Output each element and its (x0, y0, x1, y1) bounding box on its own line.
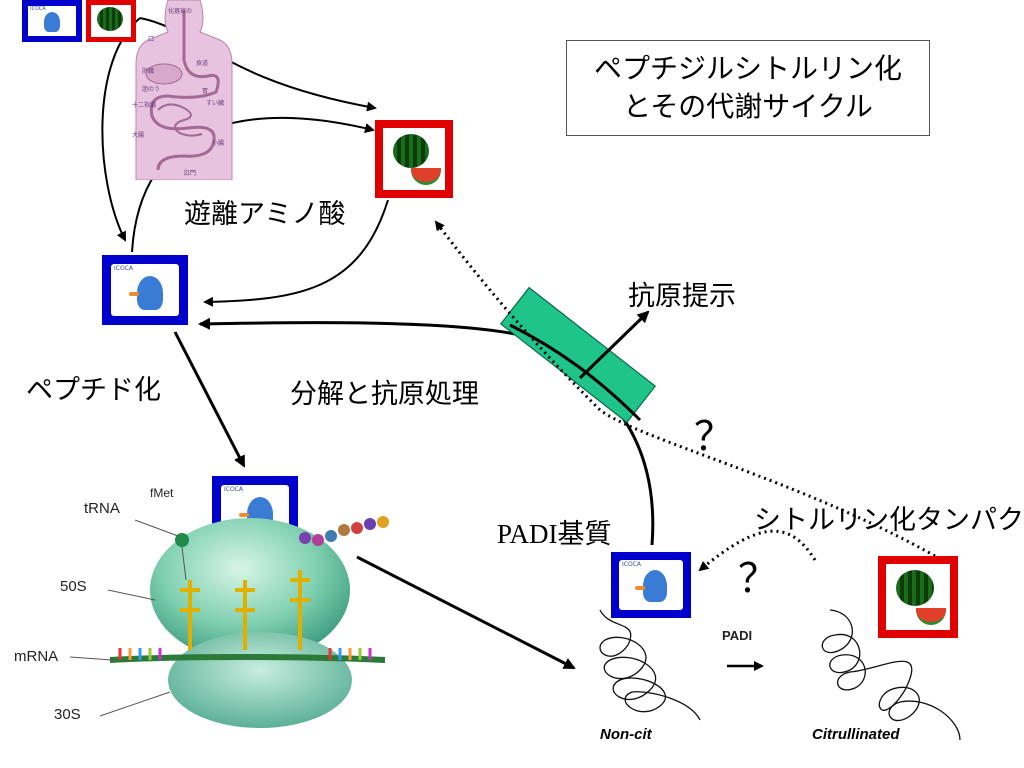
ic-card-padi-substrate: ICOCA (611, 552, 691, 618)
digestive-label-small-intestine: 小腸 (212, 140, 225, 147)
watermelon-slice-icon (916, 608, 946, 625)
watermelon-slice-icon (411, 168, 441, 185)
label-padi-substrate: PADI基質 (497, 519, 612, 549)
dotted-cit-to-fruit (434, 220, 936, 558)
ribosome-small-subunit (168, 632, 352, 728)
title-line-1: ペプチジルシトルリン化 (593, 52, 902, 85)
digestive-heading: 化器官の (168, 8, 193, 15)
title-line-2: とその代謝サイクル (623, 90, 873, 123)
label-antigen-presentation: 抗原提示 (628, 281, 736, 312)
fruit-card-citrullinated (878, 556, 958, 638)
ic-card-text: ICOCA (622, 561, 641, 568)
dotted-cit-to-padi (698, 529, 817, 572)
title-box: ペプチジルシトルリン化 とその代謝サイクル (566, 40, 930, 136)
ribosome-mrna-label: mRNA (14, 648, 59, 665)
arrow-peptide (173, 331, 246, 468)
watermelon-icon (896, 570, 934, 606)
ic-card-text: ICOCA (30, 6, 46, 12)
protein-citrullinated (821, 609, 961, 741)
watermelon-icon (393, 134, 429, 168)
digestive-label-duodenum: 十二指腸 (132, 102, 157, 109)
ribosome-50s-label: 50S (60, 578, 87, 595)
digestive-label-liver: 肝臓 (142, 68, 155, 75)
ic-card-top: ICOCA (22, 0, 82, 42)
digestive-label-esophagus: 食道 (196, 60, 209, 67)
label-citrullinated: Citrullinated (812, 726, 900, 743)
arrow-fruit-to-ic (203, 199, 389, 307)
digestive-label-anus: 肛門 (184, 170, 197, 177)
mascot-icon (137, 276, 163, 310)
label-free-amino-acid: 遊離アミノ酸 (184, 199, 346, 230)
protein-non-cit (599, 609, 701, 721)
mascot-icon (44, 12, 60, 32)
digestive-system-illustration: 化器官の 口 食道 胃 肝臓 すい臓 十二指腸 大腸 小腸 肛門 胆のう (128, 0, 240, 180)
digestive-label-pancreas: すい臓 (206, 100, 225, 107)
digestive-label-gallbladder: 胆のう (142, 86, 161, 93)
label-citrullinated-protein: シトルリン化タンパク (754, 505, 1024, 536)
ribosome-illustration: tRNA fMet 50S mRNA 30S (0, 480, 400, 768)
membrane-box (499, 286, 657, 424)
question-mark-1: ？ (694, 414, 734, 460)
digestive-label-mouth: 口 (148, 36, 155, 43)
watermelon-icon (97, 7, 123, 31)
digestive-label-stomach: 胃 (202, 88, 209, 95)
fruit-card-top (86, 0, 136, 42)
mascot-icon (643, 570, 667, 602)
label-degradation: 分解と抗原処理 (290, 379, 479, 410)
label-non-cit: Non-cit (600, 726, 652, 743)
ic-card-middle: ICOCA (102, 255, 188, 325)
ribosome-30s-label: 30S (54, 706, 81, 723)
arrow-ribosome-to-substrate (356, 555, 576, 670)
question-mark-2: ？ (738, 556, 778, 602)
fruit-card-main (375, 120, 453, 198)
digestive-label-large-intestine: 大腸 (132, 132, 145, 139)
ic-card-text: ICOCA (114, 265, 133, 272)
ic-card-text: ICOCA (224, 486, 243, 493)
arrow-antigen-presentation (578, 310, 650, 380)
ribosome-fmet-label: fMet (150, 486, 174, 500)
ribosome-trna-label: tRNA (84, 500, 120, 517)
label-padi-enzyme: PADI (722, 628, 753, 643)
label-peptide: ペプチド化 (26, 375, 161, 406)
